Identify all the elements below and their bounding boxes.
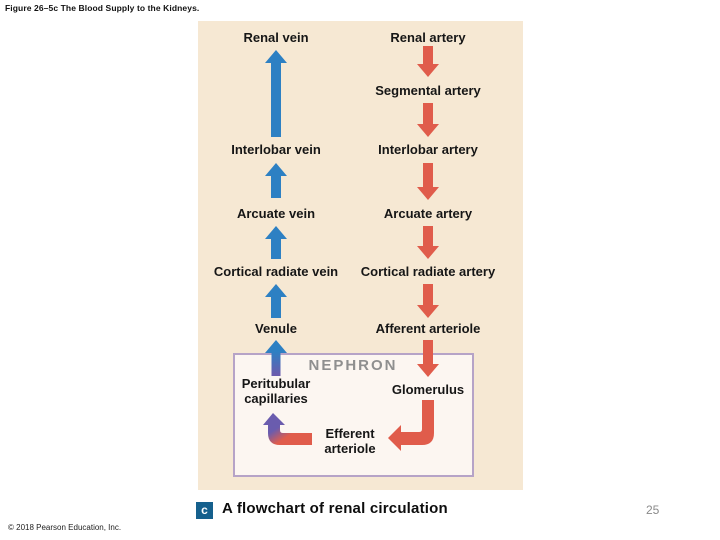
arrow-cortical-radiate-vein-to-arcuate-vein-icon <box>265 226 287 259</box>
arrow-cortical-radiate-artery-to-afferent-arteriole-icon <box>417 284 439 318</box>
arrow-renal-artery-to-segmental-artery-icon <box>417 46 439 77</box>
arrow-interlobar-artery-to-arcuate-artery-icon <box>417 163 439 200</box>
page-number: 25 <box>646 503 660 517</box>
label-arcuate-vein: Arcuate vein <box>236 206 316 221</box>
label-glomerulus: Glomerulus <box>391 382 465 397</box>
label-cortical-radiate-vein: Cortical radiate vein <box>213 264 339 279</box>
arrow-arcuate-artery-to-cortical-radiate-artery-icon <box>417 226 439 259</box>
label-efferent-arteriole: Efferent arteriole <box>324 426 376 456</box>
arrow-arcuate-vein-to-interlobar-vein-icon <box>265 163 287 198</box>
arrow-peritubular-capillaries-to-venule-icon <box>265 340 287 376</box>
caption-badge: c <box>196 502 213 519</box>
caption-text: A flowchart of renal circulation <box>222 500 448 517</box>
label-segmental-artery: Segmental artery <box>375 83 481 98</box>
label-cortical-radiate-artery: Cortical radiate artery <box>360 264 496 279</box>
flowchart-panel: Renal vein Interlobar vein Arcuate vein … <box>198 21 523 490</box>
arrow-venule-to-cortical-radiate-vein-icon <box>265 284 287 318</box>
figure-title: Figure 26–5c The Blood Supply to the Kid… <box>5 3 200 13</box>
arrow-glomerulus-to-efferent-arteriole-icon <box>388 400 434 451</box>
label-interlobar-artery: Interlobar artery <box>378 142 478 157</box>
nephron-box-title: NEPHRON <box>308 357 398 374</box>
arrow-afferent-arteriole-to-glomerulus-icon <box>417 340 439 377</box>
label-peritubular-capillaries: Peritubular capillaries <box>241 376 311 406</box>
label-venule: Venule <box>255 321 297 336</box>
label-afferent-arteriole: Afferent arteriole <box>375 321 481 336</box>
label-renal-artery: Renal artery <box>390 30 466 45</box>
copyright: © 2018 Pearson Education, Inc. <box>8 523 122 532</box>
label-interlobar-vein: Interlobar vein <box>231 142 321 157</box>
arrow-segmental-artery-to-interlobar-artery-icon <box>417 103 439 137</box>
arrow-interlobar-vein-to-renal-vein-icon <box>265 50 287 137</box>
label-renal-vein: Renal vein <box>243 30 309 45</box>
label-arcuate-artery: Arcuate artery <box>383 206 473 221</box>
arrow-efferent-arteriole-to-peritubular-capillaries-icon <box>263 413 312 445</box>
